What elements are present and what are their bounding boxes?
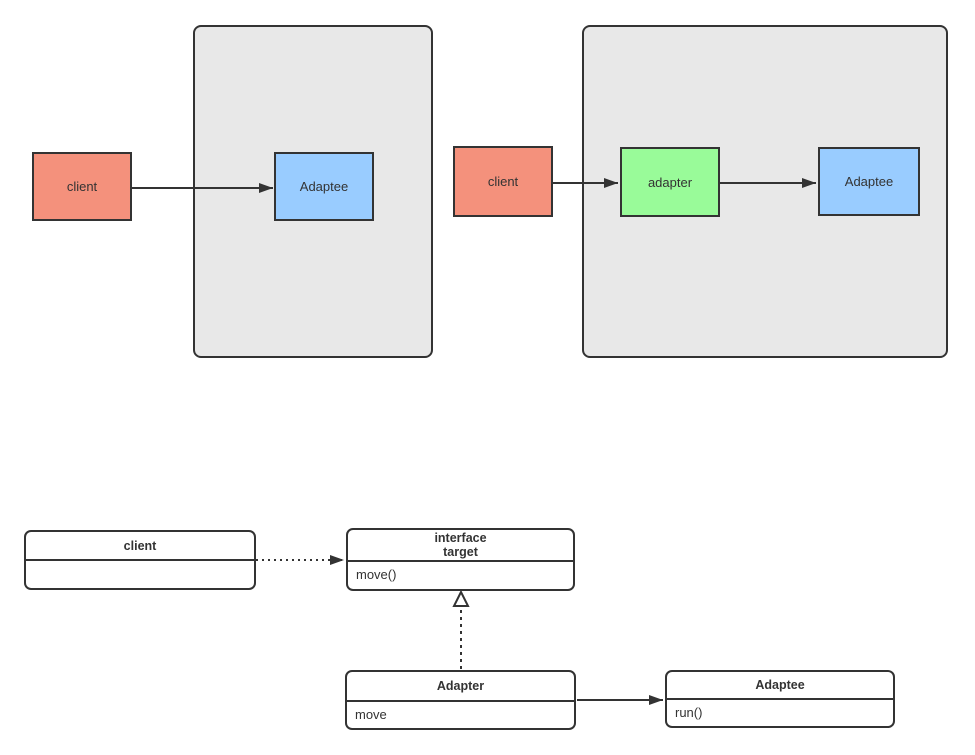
adaptee-box-right-label: Adaptee (844, 174, 894, 189)
uml-class-adaptee: Adaptee run() (665, 670, 895, 728)
adapter-box-right-label: adapter (647, 174, 693, 190)
uml-class-client-name: client (123, 538, 157, 553)
uml-class-target: interface target move() (346, 528, 575, 591)
uml-class-target-name: target (443, 545, 478, 559)
uml-class-adaptee-name: Adaptee (755, 678, 805, 692)
client-box-left-label: client (66, 179, 98, 194)
realization-triangle-icon (452, 589, 470, 607)
adapter-box-right: adapter (620, 147, 720, 217)
uml-class-target-stereotype: interface (434, 531, 487, 545)
client-box-left: client (32, 152, 132, 221)
uml-class-client: client (24, 530, 256, 590)
adaptee-box-right: Adaptee (818, 147, 920, 216)
uml-class-client-header: client (26, 532, 254, 561)
uml-class-adaptee-header: Adaptee (667, 672, 893, 700)
uml-class-adapter-name: Adapter (436, 679, 485, 693)
uml-class-target-method: move() (356, 567, 397, 582)
adaptee-box-left-label: Adaptee (299, 179, 349, 194)
uml-class-adaptee-method: run() (675, 705, 703, 720)
uml-class-adapter-header: Adapter (347, 672, 574, 702)
adaptee-box-left: Adaptee (274, 152, 374, 221)
client-box-right: client (453, 146, 553, 217)
client-box-right-label: client (487, 174, 519, 189)
uml-class-adapter: Adapter move (345, 670, 576, 730)
uml-class-adapter-method: move (355, 707, 387, 722)
uml-class-target-header: interface target (348, 530, 573, 562)
uml-class-client-body (26, 561, 254, 588)
